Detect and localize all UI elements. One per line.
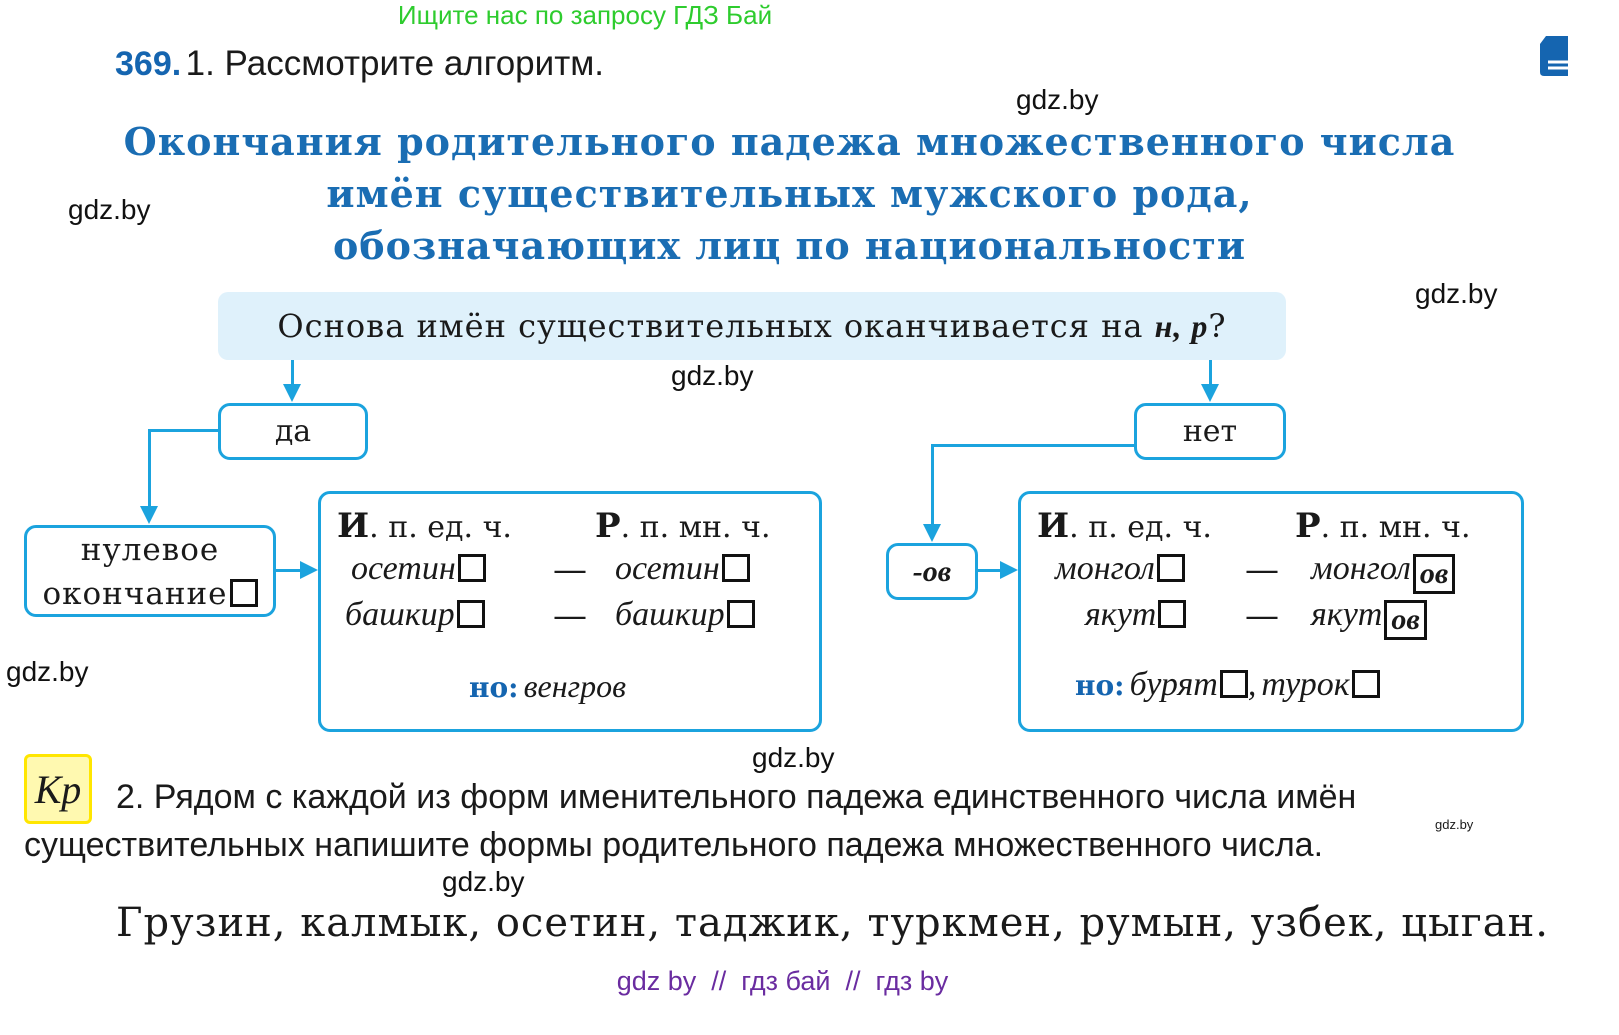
ending-square — [456, 600, 485, 628]
task-1-text: 1. Рассмотрите алгоритм. — [185, 44, 605, 83]
zero-ending-box: нулевое окончание — [24, 525, 276, 617]
connector-line — [931, 444, 934, 526]
table-row: башкир — [615, 596, 755, 634]
dash: — — [553, 596, 587, 636]
title-line: имён существительных мужского рода, — [326, 171, 1253, 216]
no-box: нет — [1134, 403, 1286, 460]
ov-label: -ов — [912, 554, 952, 588]
dash: — — [1245, 550, 1279, 590]
table-row: осетин — [615, 550, 750, 588]
ending-square — [726, 600, 755, 628]
title-line: Окончания родительного падежа множествен… — [123, 119, 1456, 164]
watermark: gdz.by — [6, 656, 89, 687]
arrow-down-icon — [140, 506, 158, 524]
ending-square — [229, 579, 258, 607]
ending-box-filled: ов — [1412, 554, 1456, 594]
exception-row: но: бурят, турок — [1075, 666, 1380, 704]
dash: — — [1245, 596, 1279, 636]
yes-box: да — [218, 403, 368, 460]
ending-square — [1219, 670, 1248, 698]
connector-line — [276, 569, 302, 572]
watermark: gdz.by — [1415, 278, 1498, 309]
arrow-down-icon — [1201, 384, 1219, 402]
book-icon — [1538, 34, 1568, 78]
connector-line — [148, 429, 151, 509]
col-header-nom-sg: И. п. ед. ч. — [337, 506, 512, 546]
table-row: монгол — [1055, 550, 1185, 588]
ending-square — [1351, 670, 1380, 698]
connector-line — [1209, 360, 1212, 386]
arrow-down-icon — [283, 384, 301, 402]
arrow-right-icon — [300, 561, 318, 579]
ending-square — [457, 554, 486, 582]
footer-links[interactable]: gdz by // гдз бай // гдз by — [616, 966, 949, 996]
yes-label: да — [274, 414, 312, 449]
col-header-gen-pl: Р. п. мн. ч. — [595, 506, 771, 546]
watermark: gdz.by — [68, 194, 151, 225]
watermark: gdz.by — [1016, 84, 1099, 115]
connector-line — [978, 569, 1002, 572]
ov-ending-box: -ов — [886, 543, 978, 600]
dash: — — [553, 550, 587, 590]
right-table-box: И. п. ед. ч. Р. п. мн. ч. монгол — монго… — [1018, 491, 1524, 732]
table-row: осетин — [351, 550, 486, 588]
word-list: Грузин, калмык, осетин, таджик, туркмен,… — [116, 900, 1549, 946]
table-row: якут — [1085, 596, 1187, 634]
arrow-down-icon — [923, 524, 941, 542]
connector-line — [148, 429, 218, 432]
arrow-right-icon — [1000, 561, 1018, 579]
col-header-nom-sg: И. п. ед. ч. — [1037, 506, 1212, 546]
left-table-box: И. п. ед. ч. Р. п. мн. ч. осетин — осети… — [318, 491, 822, 732]
ending-square — [721, 554, 750, 582]
exercise-number: 369. — [115, 45, 182, 83]
watermark: gdz.by — [442, 866, 525, 897]
connector-line — [291, 360, 294, 386]
task-2-line1: 2. Рядом с каждой из форм именительного … — [116, 778, 1357, 816]
watermark: gdz.by — [671, 360, 754, 391]
zero-ending-line1: нулевое — [80, 532, 220, 568]
task-2-line2: существительных напишите формы родительн… — [24, 826, 1324, 864]
question-letters: н, р — [1154, 307, 1209, 344]
question-mark: ? — [1208, 307, 1227, 345]
watermark: gdz.by — [752, 742, 835, 773]
zero-ending-line2: окончание — [42, 576, 228, 612]
connector-line — [931, 444, 1134, 447]
col-header-gen-pl: Р. п. мн. ч. — [1295, 506, 1471, 546]
question-box: Основа имён существительных оканчивается… — [218, 292, 1286, 360]
table-row: башкир — [345, 596, 485, 634]
question-text: Основа имён существительных оканчивается… — [277, 307, 1144, 345]
rule-title: Окончания родительного падежа множествен… — [0, 116, 1599, 272]
title-line: обозначающих лиц по национальности — [332, 223, 1247, 268]
watermark-small: gdz.by — [1435, 817, 1474, 832]
ending-square — [1156, 554, 1185, 582]
ending-square — [1158, 600, 1187, 628]
no-label: нет — [1182, 414, 1238, 449]
kr-badge-icon: Кр — [24, 754, 92, 824]
exception-row: но: венгров — [469, 668, 626, 704]
ending-box-filled: ов — [1384, 600, 1427, 640]
search-banner[interactable]: Ищите нас по запросу ГДЗ Бай — [397, 0, 773, 30]
exercise-header: 369. 1. Рассмотрите алгоритм. — [115, 44, 604, 84]
